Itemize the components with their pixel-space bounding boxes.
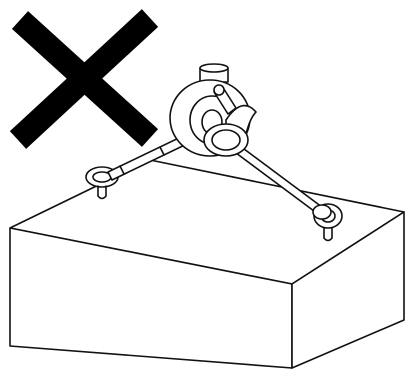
load-box bbox=[10, 160, 404, 368]
crane-hook bbox=[170, 64, 256, 156]
prohibition-x-icon bbox=[18, 18, 150, 140]
